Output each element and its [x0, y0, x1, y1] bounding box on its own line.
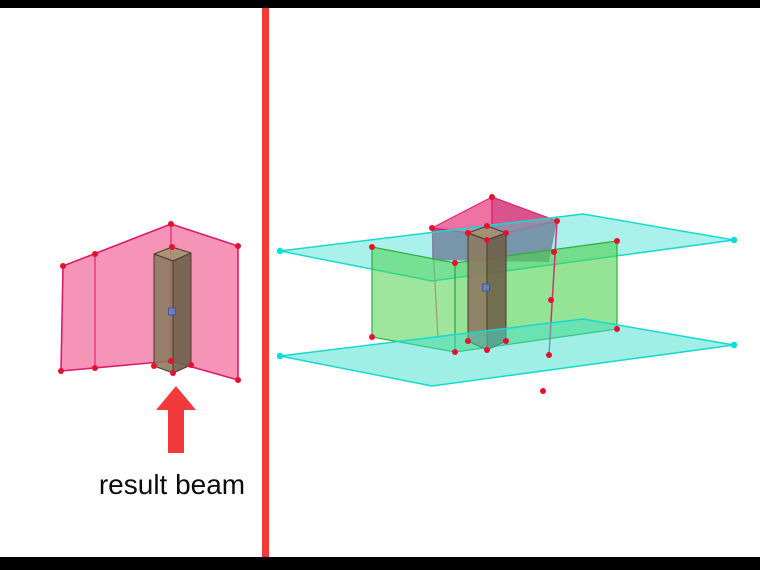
plane-tip-dot [276, 247, 284, 255]
vertex-dot [92, 251, 98, 257]
plane-tip-dot [730, 236, 738, 244]
vertex-dot [60, 263, 66, 269]
vertex-dot [548, 297, 554, 303]
plane-tip-dot [730, 341, 738, 349]
right-figure [276, 194, 738, 394]
vertex-dot [452, 349, 458, 355]
roof-right-slope [491, 196, 560, 237]
vertex-dot [465, 230, 471, 236]
vertex-dot [614, 238, 620, 244]
vertex-dots-right [369, 194, 620, 394]
result-beam-label: result beam [99, 469, 245, 500]
vertical-divider [262, 8, 269, 557]
letterbox-top [0, 0, 760, 8]
vertex-dot [369, 334, 375, 340]
left-figure: result beam [58, 221, 245, 500]
vertex-dot [503, 338, 509, 344]
plane-tip-dots [276, 236, 738, 360]
vertex-dot [614, 326, 620, 332]
vertex-dot [489, 194, 495, 200]
vertex-dot [168, 358, 174, 364]
pink-surface [60, 223, 239, 381]
lower-cyan-plane [279, 318, 735, 387]
vertex-dot [551, 249, 557, 255]
beam-node-marker-right [482, 283, 490, 292]
vertex-dot [188, 362, 194, 368]
beam-node-marker-left [168, 307, 176, 316]
vertex-dot [151, 363, 157, 369]
vertex-dots-left [58, 221, 241, 383]
result-beam-left [153, 246, 192, 374]
vertex-dot [235, 377, 241, 383]
vertex-dot [92, 365, 98, 371]
vertex-dot [369, 244, 375, 250]
letterbox-bottom [0, 557, 760, 570]
vertex-dot [484, 223, 490, 229]
vertex-dot [554, 218, 560, 224]
vertex-dot [484, 237, 490, 243]
vertex-dot [546, 352, 552, 358]
vertex-dot [429, 225, 435, 231]
vertex-dot [235, 243, 241, 249]
vertex-dot [58, 368, 64, 374]
vertex-dot [169, 244, 175, 250]
vertex-dot [170, 370, 176, 376]
vertex-dot [168, 221, 174, 227]
vertex-dot [452, 260, 458, 266]
vertex-dot [540, 388, 546, 394]
vertex-dot [465, 338, 471, 344]
vertex-dot [503, 230, 509, 236]
arrow-up-icon [156, 386, 196, 453]
plane-tip-dot [276, 352, 284, 360]
vertex-dot [484, 347, 490, 353]
